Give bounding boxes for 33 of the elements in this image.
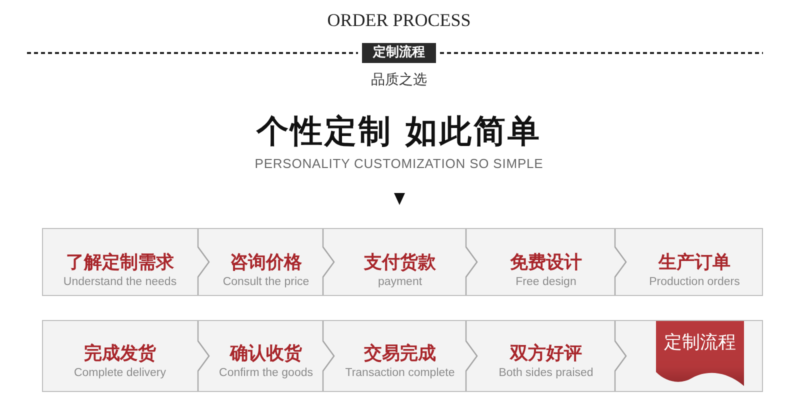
step-caption: Complete delivery: [74, 366, 166, 380]
step-caption: Confirm the goods: [219, 366, 313, 380]
banner-text: 定制流程: [664, 333, 736, 353]
headline: 个性定制 如此简单: [256, 112, 542, 150]
chevron-divider: [322, 321, 335, 392]
step-title: 了解定制需求: [66, 252, 174, 274]
step-title: 生产订单: [658, 252, 730, 274]
chevron-divider: [614, 229, 627, 296]
chevron-divider: [322, 229, 335, 296]
step-caption: Production orders: [649, 275, 740, 289]
step-caption: Understand the needs: [63, 275, 177, 289]
page-title: ORDER PROCESS: [327, 10, 471, 30]
subheading: 品质之选: [371, 72, 427, 88]
step-title: 支付货款: [364, 252, 436, 274]
chevron-divider: [465, 229, 478, 296]
step-caption: payment: [378, 275, 422, 289]
step-title: 咨询价格: [230, 252, 302, 274]
chevron-divider: [465, 321, 478, 392]
chevron-divider: [614, 321, 627, 392]
step-title: 完成发货: [84, 343, 156, 365]
step-title: 双方好评: [510, 343, 582, 365]
step-caption: Both sides praised: [498, 366, 594, 380]
step-caption: Free design: [516, 275, 576, 289]
section-tag: 定制流程: [362, 43, 436, 63]
step-title: 交易完成: [364, 343, 436, 365]
step-title: 免费设计: [510, 252, 582, 274]
chevron-divider: [197, 229, 210, 296]
tagline: PERSONALITY CUSTOMIZATION SO SIMPLE: [254, 156, 544, 172]
step-caption: Transaction complete: [345, 366, 455, 380]
step-caption: Consult the price: [222, 275, 310, 289]
step-title: 确认收货: [230, 343, 302, 365]
ribbon-banner: [656, 321, 744, 386]
chevron-divider: [197, 321, 210, 392]
